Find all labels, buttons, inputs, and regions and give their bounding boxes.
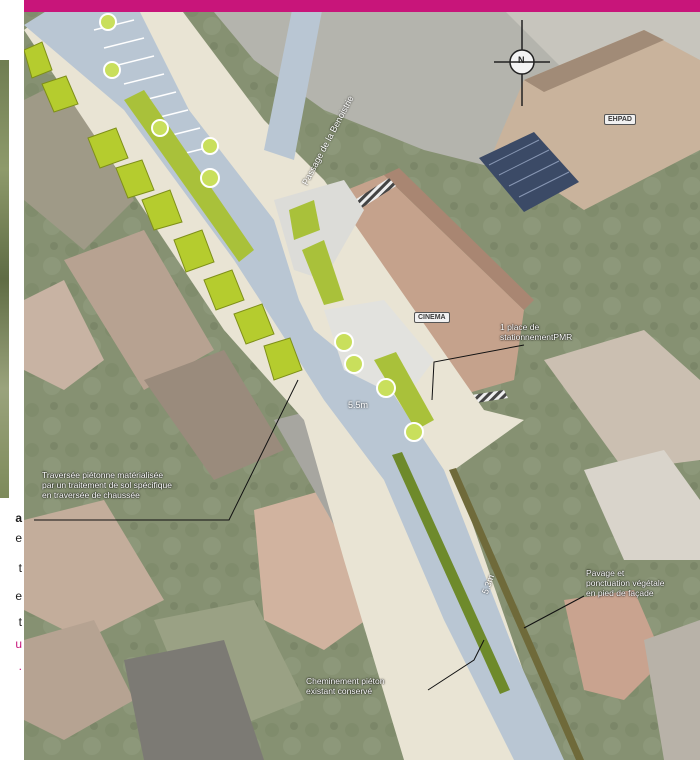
- crossing-label-line-2: par un traitement de sol spécifique: [42, 480, 172, 490]
- left-text-line-5: t: [18, 615, 22, 629]
- pmr-label-line-2: stationnementPMR: [500, 332, 573, 342]
- compass-icon: [494, 20, 550, 106]
- path-label-line-2: existant conservé: [306, 686, 373, 696]
- paving-label-line-1: Pavage et: [586, 568, 625, 578]
- accent-bar: [24, 0, 700, 12]
- road: [24, 0, 564, 760]
- path-label: Cheminement piéton existant conservé: [306, 676, 384, 696]
- photo-edge: [0, 60, 9, 498]
- paving-label-line-3: en pied de façade: [586, 588, 654, 598]
- cinema-building: [324, 175, 524, 400]
- compass-letter: N: [518, 55, 525, 65]
- left-text-line-2: e: [15, 531, 22, 545]
- site-plan-map: Passage de la Benoistrie EHPAD CINEMA 1 …: [24, 0, 700, 760]
- left-text-pink-1: u: [15, 637, 22, 651]
- crossing-label-line-3: en traversée de chaussée: [42, 490, 140, 500]
- left-text-line-4: e: [15, 589, 22, 603]
- crossing-label: Traversée piétonne matérialisée par un t…: [42, 470, 172, 500]
- paving-label: Pavage et ponctuation végétale en pied d…: [586, 568, 664, 598]
- crossing-label-line-1: Traversée piétonne matérialisée: [42, 470, 164, 480]
- sidewalk: [24, 0, 554, 760]
- path-label-line-1: Cheminement piéton: [306, 676, 385, 686]
- ehpad-label: EHPAD: [604, 114, 636, 125]
- pmr-label-line-1: 1 place de: [500, 322, 540, 332]
- planters: [24, 41, 303, 381]
- left-text-line-1: a: [15, 511, 22, 525]
- paving-label-line-2: ponctuation végétale: [586, 578, 665, 588]
- dimension-label-1: 5.5m: [348, 400, 369, 410]
- pmr-label: 1 place de stationnementPMR: [500, 322, 572, 342]
- left-text-pink-2: .: [18, 659, 22, 673]
- map-canvas: [24, 0, 700, 760]
- cinema-label: CINEMA: [414, 312, 450, 323]
- left-text-line-3: t: [18, 561, 22, 575]
- left-page-strip: a e t e t u .: [0, 0, 24, 760]
